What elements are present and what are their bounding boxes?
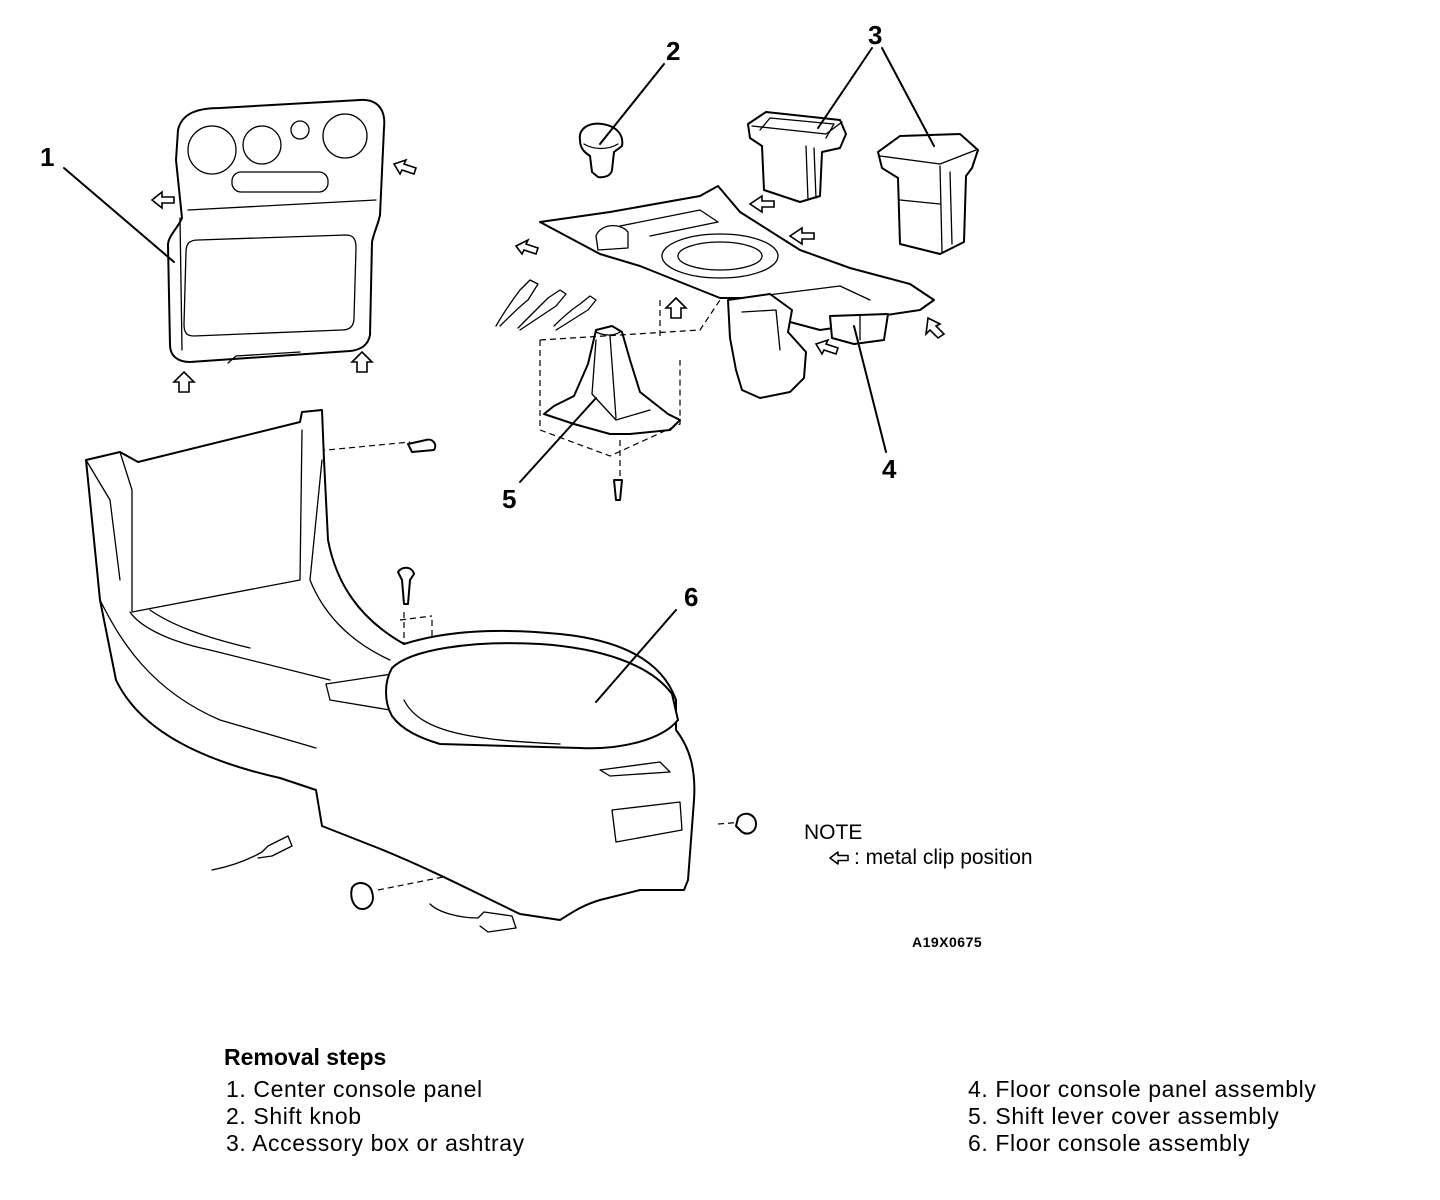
callout-3: 3 xyxy=(868,20,882,50)
leader-line-6 xyxy=(595,609,677,703)
clip-arrow-icon xyxy=(814,338,840,356)
clip-arrow-icon xyxy=(924,316,946,340)
callout-numbers: 1 2 3 4 5 6 xyxy=(40,20,897,612)
floor-console-assembly xyxy=(85,409,696,921)
removal-step: 2. Shift knob xyxy=(226,1103,362,1129)
removal-step: 4. Floor console panel assembly xyxy=(968,1076,1317,1102)
ashtray xyxy=(877,133,979,255)
clip-arrow-icon xyxy=(664,296,688,319)
removal-step: 1. Center console panel xyxy=(226,1076,483,1102)
clip-arrow-icon xyxy=(392,158,418,176)
clip-arrow-icon xyxy=(172,370,196,393)
accessory-box xyxy=(747,111,847,203)
outline-arrow-icon xyxy=(829,851,849,865)
removal-step: 3. Accessory box or ashtray xyxy=(226,1130,525,1156)
removal-step: 6. Floor console assembly xyxy=(968,1130,1251,1156)
note-title: NOTE xyxy=(804,821,863,844)
leader-line-4 xyxy=(853,325,887,453)
removal-steps-title: Removal steps xyxy=(224,1044,387,1070)
leader-line-3a xyxy=(817,47,873,129)
callout-6: 6 xyxy=(684,582,698,612)
shift-knob xyxy=(578,122,624,179)
removal-step: 5. Shift lever cover assembly xyxy=(968,1103,1280,1129)
callout-1: 1 xyxy=(40,142,54,172)
clip-arrow-icon xyxy=(748,194,775,214)
leader-line-3b xyxy=(881,47,935,147)
leader-lines xyxy=(63,47,935,703)
callout-5: 5 xyxy=(502,484,516,514)
clip-arrow-icon xyxy=(150,190,175,210)
floor-console-panel-assembly xyxy=(539,185,935,399)
note-text: : metal clip position xyxy=(854,846,1033,869)
leader-line-2 xyxy=(599,63,665,145)
callout-2: 2 xyxy=(666,36,680,66)
leader-line-1 xyxy=(63,167,175,263)
leader-line-5 xyxy=(519,397,597,483)
clip-arrow-icon xyxy=(350,350,374,373)
callout-4: 4 xyxy=(882,454,897,484)
clip-arrow-icon xyxy=(514,238,540,256)
clip-arrow-icon xyxy=(788,226,815,246)
clip-arrow-icons xyxy=(150,158,946,393)
figure-code: A19X0675 xyxy=(912,934,983,950)
center-console-panel xyxy=(167,98,386,364)
connector-wires xyxy=(495,279,597,331)
shift-lever-cover-assembly xyxy=(539,325,681,457)
